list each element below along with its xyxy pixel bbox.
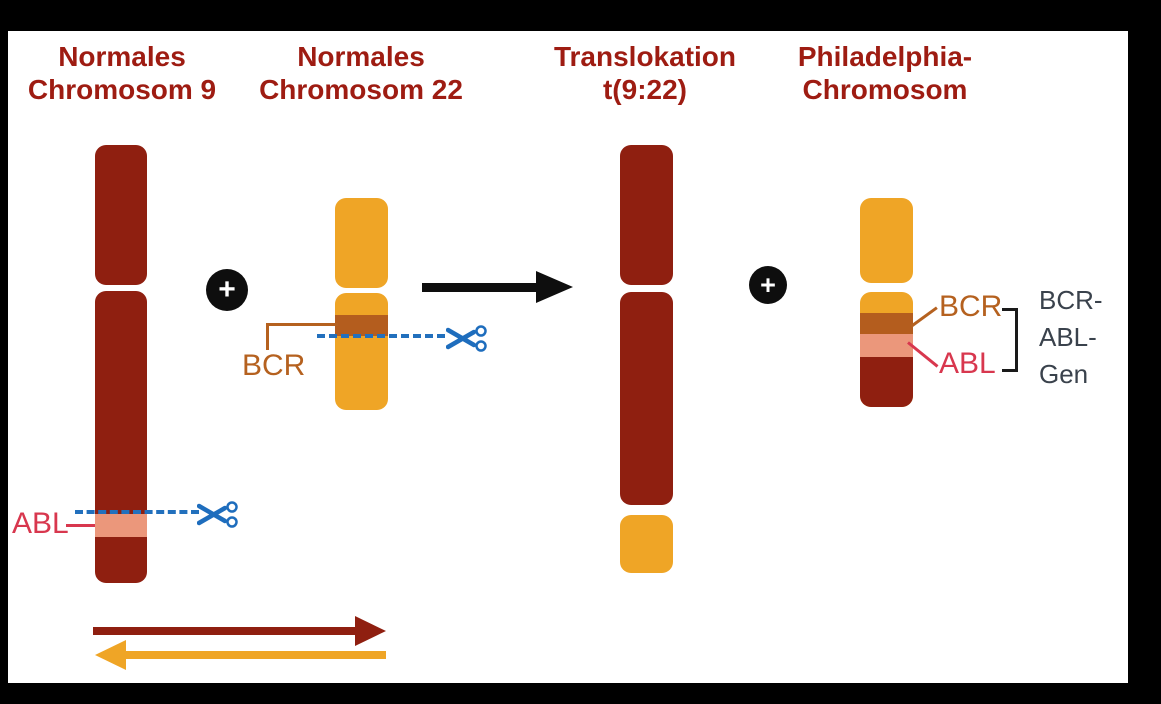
bcr-pointer-line <box>266 323 338 350</box>
title-line: Translokation <box>553 41 737 72</box>
title-line: Normales <box>297 41 425 72</box>
abl-label-philadelphia: ABL <box>939 347 996 380</box>
chromosome22-long-arm <box>335 293 388 410</box>
arrow-shaft <box>422 283 538 292</box>
arrow-head <box>536 271 573 303</box>
fusion-gene-line: Gen <box>1039 359 1089 389</box>
title-line: Chromosom 22 <box>259 74 463 105</box>
derivative9-chr22-fragment <box>620 515 673 573</box>
scissors-icon <box>197 501 238 528</box>
scissors-icon <box>446 325 487 352</box>
title-translocation: Translokation t(9:22) <box>535 40 755 106</box>
fusion-gene-line: ABL- <box>1039 322 1097 352</box>
chromosome9-short-arm <box>95 145 147 285</box>
arrow-head <box>95 640 126 670</box>
abl-pointer-line <box>66 524 95 527</box>
title-line: Philadelphia- <box>797 41 973 72</box>
plus-sign: + <box>760 269 776 300</box>
philadelphia-short-arm <box>860 198 913 283</box>
bcr-gene-band-philadelphia <box>860 313 913 334</box>
title-line: Chromosom <box>802 74 968 105</box>
plus-icon: + <box>749 266 787 304</box>
cut-line-chr9 <box>75 510 199 514</box>
plus-icon: + <box>206 269 248 311</box>
bcr-gene-band-chr22 <box>335 315 388 336</box>
arrow-shaft <box>93 627 356 635</box>
philadelphia-long-arm <box>860 292 913 407</box>
abl-label-chr9: ABL <box>12 507 69 540</box>
plus-sign: + <box>218 273 236 306</box>
arrow-shaft <box>125 651 386 659</box>
fusion-gene-label: BCR- ABL- Gen <box>1039 282 1103 393</box>
cut-line-chr22 <box>317 334 445 338</box>
title-normal-chromosome-22: Normales Chromosom 22 <box>251 40 471 106</box>
derivative9-long-arm <box>620 292 673 505</box>
derivative9-short-arm <box>620 145 673 285</box>
bcr-label-chr22: BCR <box>242 349 306 382</box>
abl-gene-band-chr9 <box>95 514 147 537</box>
diagram-area <box>8 31 1128 683</box>
chromosome9-long-arm <box>95 291 147 583</box>
title-normal-chromosome-9: Normales Chromosom 9 <box>12 40 232 106</box>
fusion-gene-bracket <box>1002 308 1018 372</box>
chromosome22-short-arm <box>335 198 388 288</box>
philadelphia-red-segment <box>860 357 913 407</box>
title-line: Normales <box>58 41 186 72</box>
title-line: Chromosom 9 <box>27 74 217 105</box>
abl-gene-band-philadelphia <box>860 334 913 357</box>
title-philadelphia-chromosome: Philadelphia- Chromosom <box>775 40 995 106</box>
bcr-label-philadelphia: BCR <box>939 290 1003 323</box>
fusion-gene-line: BCR- <box>1039 285 1103 315</box>
title-line: t(9:22) <box>602 74 687 105</box>
arrow-head <box>355 616 386 646</box>
